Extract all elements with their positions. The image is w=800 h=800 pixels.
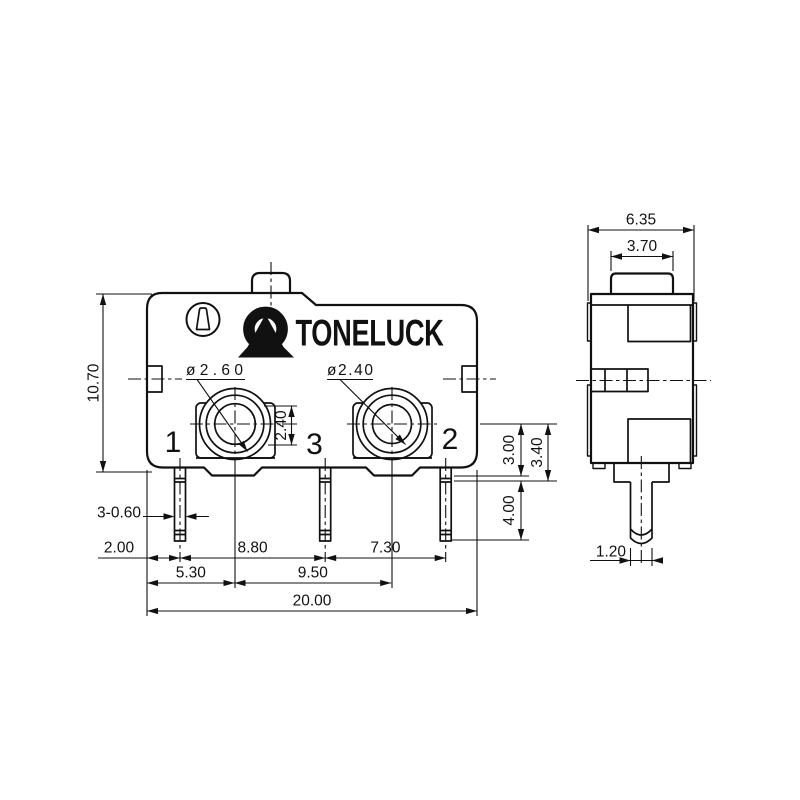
dim-hole1-text: ø2.60: [186, 362, 243, 379]
dim-hole-pitch-text: 9.50: [298, 565, 329, 582]
dim-edge-to-pin1-text: 2.00: [104, 540, 135, 557]
terminal-3-label: 3: [306, 428, 323, 461]
terminal-2-label: 2: [442, 423, 459, 456]
dim-pin-thickness: 1.20: [590, 544, 663, 566]
dim-hole2-text: ø2.40: [327, 362, 373, 379]
side-right-flange-top: [692, 302, 698, 342]
dim-hole-inset: 2.40: [264, 405, 297, 446]
dim-pin-width: 3-0.60: [97, 505, 209, 522]
side-right-flange-bottom: [692, 384, 698, 457]
dim-right-stack: 3.00 3.40 4.00: [451, 423, 557, 541]
side-left-flange-top: [586, 302, 592, 342]
dim-pin-length-text: 4.00: [501, 495, 518, 526]
dim-height-text: 10.70: [86, 363, 103, 402]
dim-pin-thickness-text: 1.20: [596, 544, 627, 561]
front-view: TONELUCK: [128, 262, 496, 562]
side-pin-base: [613, 463, 670, 483]
right-boss: [347, 387, 437, 469]
left-boss: [190, 387, 299, 469]
side-left-flange-bottom: [586, 384, 592, 457]
emblem-plunger-icon: [195, 307, 211, 331]
dim-pin-width-text: 3-0.60: [97, 505, 141, 522]
front-dimensions: ø2.60 ø2.40 2.40 10.70 3-0.60: [86, 293, 557, 616]
dim-overall-depth-text: 6.35: [626, 212, 656, 229]
emblem-mark: [185, 302, 221, 337]
dim-pin1-to-pin3-text: 8.80: [238, 540, 269, 557]
side-button: [609, 272, 675, 296]
dim-button-width-text: 3.70: [627, 238, 658, 255]
dim-button-width: 3.70: [610, 238, 674, 271]
side-bottom-inner-rect: [627, 418, 692, 463]
emblem-circle-icon: [185, 302, 221, 337]
dim-pin3-to-pin2-text: 7.30: [370, 540, 401, 557]
dim-row-holes: 5.30 9.50: [147, 565, 392, 587]
dim-center-to-base-text: 3.00: [501, 435, 518, 466]
terminal-1-label: 1: [165, 426, 182, 459]
dim-overall-width-text: 20.00: [293, 593, 332, 610]
dim-hole1-dia: ø2.60: [186, 362, 248, 452]
brand-logo: TONELUCK: [238, 306, 445, 358]
side-right-foot: [678, 462, 692, 470]
side-dimensions: 6.35 3.70 1.20: [587, 212, 695, 566]
dim-hole-inset-text: 2.40: [273, 410, 290, 441]
dim-row-overall: 20.00: [147, 593, 477, 615]
terminal-pins: [173, 458, 453, 562]
front-body-outline: [145, 291, 479, 477]
dim-height: 10.70: [86, 293, 152, 473]
dim-edge-to-hole1-text: 5.30: [176, 565, 207, 582]
dim-center-to-shoulder-text: 3.40: [529, 437, 546, 468]
dim-hole2-dia: ø2.40: [327, 362, 406, 445]
side-body-outline: [589, 292, 695, 465]
logo-triangle-icon: [238, 314, 294, 358]
dim-overall-depth: 6.35: [587, 212, 695, 301]
side-view: [576, 272, 711, 565]
side-top-inner-rect: [627, 305, 692, 343]
dim-row-pins: 2.00 8.80 7.30: [98, 540, 446, 562]
brand-text: TONELUCK: [296, 313, 445, 354]
side-left-foot: [592, 462, 606, 470]
